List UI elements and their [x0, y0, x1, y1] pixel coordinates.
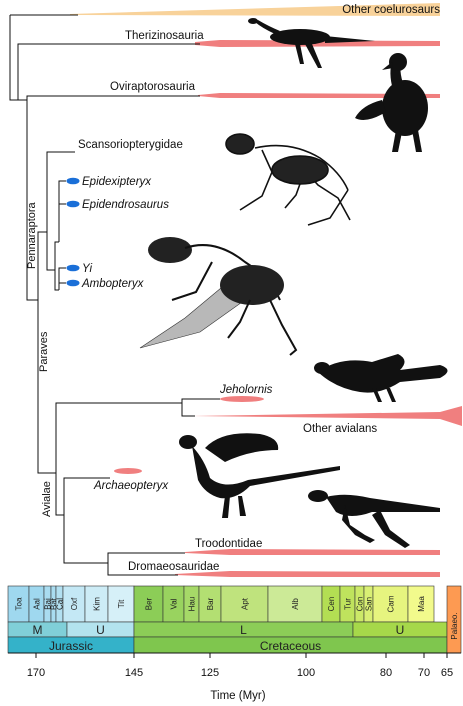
tick-label: 125: [201, 667, 219, 679]
stage-label: Alb: [291, 598, 300, 610]
label-pennaraptora: Pennaraptora: [26, 201, 38, 269]
tick-label: 100: [297, 667, 315, 679]
label-paraves: Paraves: [38, 331, 50, 372]
label-scansoriopterygidae: Scansoriopterygidae: [78, 139, 183, 151]
stage-label: Val: [170, 598, 179, 609]
scansoriopterygid-markers: [67, 178, 80, 287]
epidendrosaurus-marker: [67, 201, 80, 208]
tick-label: 70: [418, 667, 430, 679]
epoch-label: U: [96, 623, 105, 637]
jeholornis-range-bar: [220, 396, 264, 402]
label-jeholornis: Jeholornis: [219, 384, 273, 396]
label-therizinosauria: Therizinosauria: [125, 30, 204, 42]
dromaeosaur-silhouette: [308, 490, 440, 548]
yi-marker: [67, 265, 80, 272]
stage-label: Hau: [188, 597, 197, 612]
stage-label: San: [365, 597, 374, 611]
stage-label: Cen: [327, 597, 336, 612]
stage-label: Con: [356, 597, 365, 612]
stage-label: Cam: [387, 595, 396, 612]
axis-title: Time (Myr): [210, 690, 265, 702]
epoch-label: L: [240, 623, 247, 637]
label-avialae: Avialae: [41, 481, 53, 517]
tick-label: 65: [441, 667, 453, 679]
scansoriopterygid-skeleton-upper: [226, 134, 350, 225]
ambopteryx-skeleton: [140, 237, 296, 355]
palaeogene-label: Palaeo.: [450, 612, 459, 639]
label-ambopteryx: Ambopteryx: [81, 278, 145, 290]
epoch-label: M: [33, 623, 43, 637]
archaeopteryx-silhouette: [179, 433, 340, 518]
stage-label: Kim: [93, 597, 102, 611]
period-row: Jurassic Cretaceous: [8, 637, 447, 653]
clade-labels: Pennaraptora Paraves Avialae: [26, 201, 53, 517]
stage-label: Toa: [15, 597, 24, 610]
tick-label: 145: [125, 667, 143, 679]
period-label: Jurassic: [49, 639, 93, 653]
stage-label: Bar: [206, 597, 215, 610]
period-label: Cretaceous: [260, 639, 321, 653]
label-troodontidae: Troodontidae: [195, 538, 262, 550]
label-dromaeosauridae: Dromaeosauridae: [128, 561, 219, 573]
label-other-coelurosaurs: Other coelurosaurs: [342, 4, 440, 16]
label-epidendrosaurus: Epidendrosaurus: [82, 199, 169, 211]
label-yi: Yi: [82, 263, 92, 275]
stage-label: Oxf: [70, 597, 79, 610]
oviraptorosaur-silhouette: [355, 53, 428, 152]
tick-label: 80: [380, 667, 392, 679]
ambopteryx-marker: [67, 280, 80, 287]
epoch-label: U: [396, 623, 405, 637]
stage-label: Apt: [241, 597, 250, 610]
tick-label: 170: [27, 667, 45, 679]
epidexipteryx-marker: [67, 178, 80, 185]
label-oviraptorosauria: Oviraptorosauria: [110, 81, 196, 93]
label-archaeopteryx: Archaeopteryx: [93, 480, 169, 492]
label-epidexipteryx: Epidexipteryx: [82, 176, 152, 188]
stage-label: Ber: [145, 597, 154, 610]
stage-label: Tit: [117, 599, 126, 608]
jeholornis-silhouette: [314, 354, 448, 402]
stage-label: Aal: [33, 598, 42, 610]
stage-label: Maa: [417, 596, 426, 612]
tick-row: 170 145 125 100 80 70 65: [27, 653, 453, 679]
label-other-avialans: Other avialans: [303, 423, 377, 435]
stage-label: Tur: [344, 598, 353, 610]
archaeopteryx-range-bar: [114, 468, 142, 474]
